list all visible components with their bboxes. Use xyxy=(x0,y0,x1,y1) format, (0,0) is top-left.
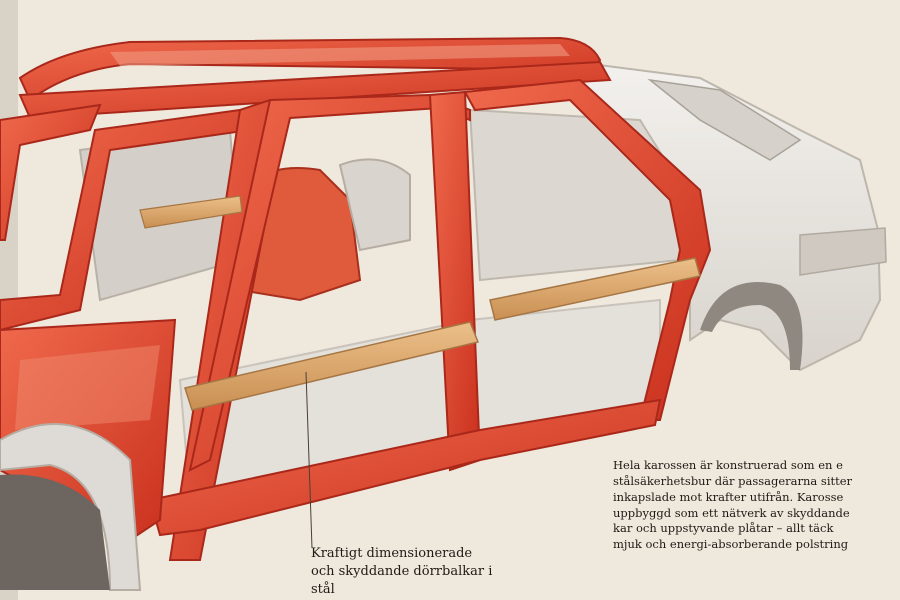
door-beam-rear xyxy=(489,257,701,321)
lower-sill xyxy=(148,398,662,537)
front-door-beam xyxy=(139,195,243,229)
caption-leader-line xyxy=(305,371,313,549)
rear-window-frame xyxy=(647,78,802,161)
seat-headrest xyxy=(338,158,411,252)
body-description-text: Hela karossen är konstruerad som en e st… xyxy=(613,458,853,552)
a-pillar xyxy=(0,103,102,241)
front-panel-highlight xyxy=(15,345,160,430)
door-beam-caption: Kraftigt dimensionerade och skyddande dö… xyxy=(311,546,493,597)
roof-rail xyxy=(18,60,612,120)
rear-wheel-arch xyxy=(700,282,803,370)
front-wheel-well xyxy=(0,474,110,590)
roof-crossbar-front xyxy=(110,44,570,66)
rear-bumper xyxy=(799,227,887,276)
door-beam-front xyxy=(184,321,480,411)
